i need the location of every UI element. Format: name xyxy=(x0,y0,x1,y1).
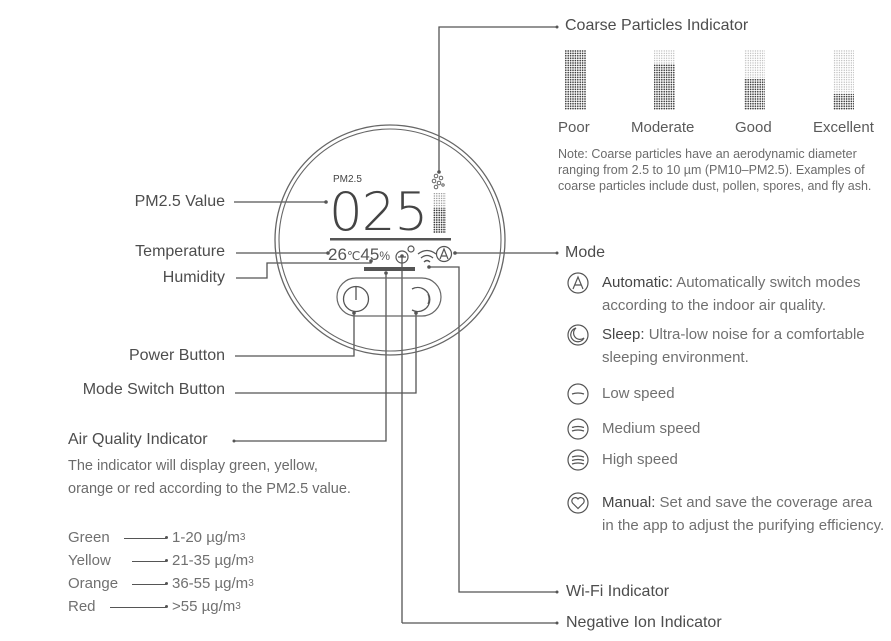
coarse-level-bars xyxy=(565,50,854,110)
manual-mode-icon xyxy=(567,492,589,514)
medium-speed-icon xyxy=(567,418,589,440)
callout-humidity: Humidity xyxy=(162,269,225,286)
arrow-icon xyxy=(124,536,168,539)
arrow-icon xyxy=(132,559,168,562)
pm-value: 025 xyxy=(329,182,428,243)
coarse-particles-note: Note: Coarse particles have an aerodynam… xyxy=(558,147,872,193)
callout-air-quality-indicator: Air Quality Indicator xyxy=(68,431,208,448)
coarse-level-moderate: Moderate xyxy=(631,119,695,136)
pm-label: PM2.5 xyxy=(333,174,362,185)
humidity-unit: % xyxy=(379,249,390,263)
temperature-unit: ℃ xyxy=(346,249,361,263)
air-quality-bar xyxy=(364,267,415,271)
high-speed-icon xyxy=(567,449,589,471)
mode-sleep: Sleep: Ultra-low noise for a comfortable… xyxy=(566,323,886,369)
mode-medium-speed: Medium speed xyxy=(566,417,700,441)
callout-power-button: Power Button xyxy=(128,347,225,364)
mode-manual: Manual: Set and save the coverage area i… xyxy=(566,491,886,537)
power-icon xyxy=(342,285,370,313)
callout-wifi-indicator: Wi-Fi Indicator xyxy=(566,583,670,600)
low-speed-icon xyxy=(567,383,589,405)
arrow-icon xyxy=(110,605,168,608)
device-face xyxy=(274,124,506,356)
mode-automatic: Automatic: Automatically switch modes ac… xyxy=(566,271,886,317)
env-readout: 26℃45% xyxy=(328,245,390,266)
arrow-icon xyxy=(132,582,168,585)
callout-pm25-value: PM2.5 Value xyxy=(134,193,225,210)
auto-mode-icon xyxy=(435,245,453,263)
coarse-level-excellent: Excellent xyxy=(813,119,874,136)
coarse-level-poor: Poor xyxy=(558,119,590,136)
coarse-particles-icon xyxy=(431,173,445,190)
temperature-value: 26 xyxy=(328,245,347,264)
coarse-level-good: Good xyxy=(735,119,772,136)
mode-switch-icon xyxy=(411,286,431,313)
sleep-mode-icon xyxy=(567,324,589,346)
air-quality-description: The indicator will display green, yellow… xyxy=(68,458,351,497)
wifi-icon xyxy=(417,249,437,263)
humidity-value: 45 xyxy=(360,245,380,264)
mode-high-speed: High speed xyxy=(566,448,678,472)
automatic-mode-icon xyxy=(567,272,589,294)
mode-low-speed: Low speed xyxy=(566,382,675,406)
callout-coarse-particles: Coarse Particles Indicator xyxy=(565,17,749,34)
callout-mode: Mode xyxy=(565,244,606,261)
callout-negative-ion-indicator: Negative Ion Indicator xyxy=(566,614,722,631)
callout-mode-switch-button: Mode Switch Button xyxy=(82,381,225,398)
negative-ion-icon xyxy=(395,245,415,264)
callout-temperature: Temperature xyxy=(135,243,225,260)
